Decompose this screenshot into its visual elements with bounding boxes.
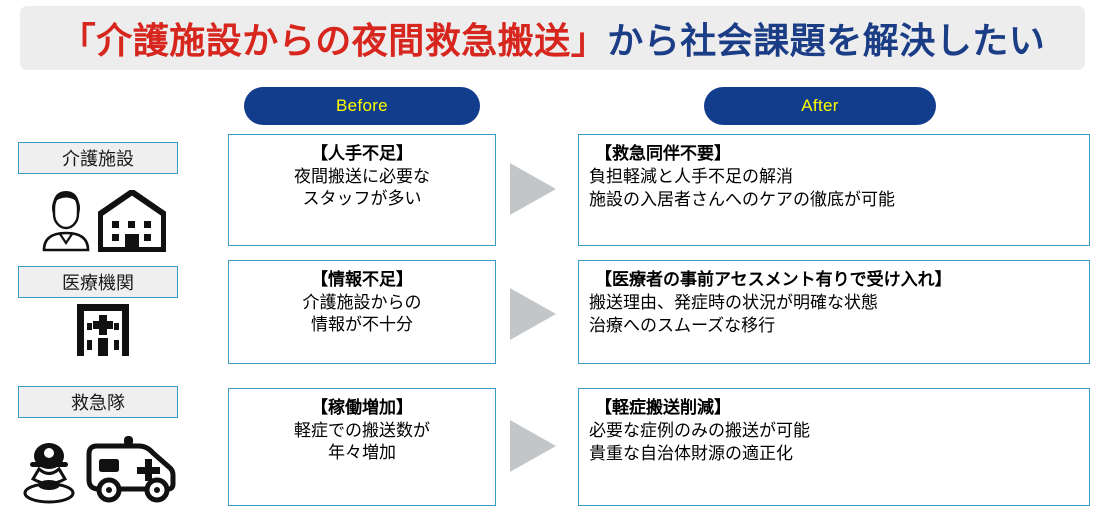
after-card-line: 搬送理由、発症時の状況が明確な状態	[589, 292, 878, 312]
role-label-medical-institution: 医療機関	[18, 266, 178, 298]
role-label-care-facility-text: 介護施設	[62, 149, 134, 169]
role-label-ambulance-team-text: 救急隊	[71, 393, 125, 413]
icon-group-care-facility	[18, 180, 188, 252]
after-card-heading: 【医療者の事前アセスメント有りで受け入れ】	[595, 270, 952, 289]
before-card-line: 軽症での搬送数が	[294, 420, 430, 440]
ambulance-icon	[79, 434, 183, 504]
care-facility-building-icon	[98, 190, 166, 252]
before-card-line: 介護施設からの	[302, 292, 422, 312]
before-card-line: 情報が不十分	[311, 315, 413, 335]
icon-group-ambulance-team	[18, 424, 188, 504]
before-card-ambulance-team: 【稼働増加】 軽症での搬送数が 年々増加	[228, 388, 496, 506]
role-label-care-facility: 介護施設	[18, 142, 178, 174]
after-card-care-facility: 【救急同伴不要】 負担軽減と人手不足の解消 施設の入居者さんへのケアの徹底が可能	[578, 134, 1090, 246]
after-card-line: 貴重な自治体財源の適正化	[589, 443, 793, 463]
before-card-line: 年々増加	[328, 443, 396, 463]
caregiver-person-icon	[40, 190, 92, 252]
column-header-before: Before	[244, 87, 480, 125]
after-card-line: 負担軽減と人手不足の解消	[589, 166, 793, 186]
after-card-line: 治療へのスムーズな移行	[589, 315, 776, 335]
before-card-heading: 【人手不足】	[311, 144, 413, 163]
paramedic-person-icon	[23, 438, 75, 504]
before-card-line: 夜間搬送に必要な	[294, 166, 430, 186]
column-header-after: After	[704, 87, 936, 125]
after-card-heading: 【軽症搬送削減】	[595, 398, 731, 417]
before-card-care-facility: 【人手不足】 夜間搬送に必要な スタッフが多い	[228, 134, 496, 246]
transition-arrow-icon	[510, 163, 556, 215]
after-card-heading: 【救急同伴不要】	[595, 144, 731, 163]
page-title-main: から社会課題を解決したい	[607, 20, 1046, 61]
before-card-heading: 【情報不足】	[311, 270, 413, 289]
page-title-band: 「介護施設からの夜間救急搬送」から社会課題を解決したい	[20, 6, 1085, 70]
icon-group-medical-institution	[18, 296, 188, 358]
after-card-ambulance-team: 【軽症搬送削減】 必要な症例のみの搬送が可能 貴重な自治体財源の適正化	[578, 388, 1090, 506]
role-label-ambulance-team: 救急隊	[18, 386, 178, 418]
transition-arrow-icon	[510, 420, 556, 472]
page-title: 「介護施設からの夜間救急搬送」から社会課題を解決したい	[60, 12, 1046, 64]
after-card-line: 必要な症例のみの搬送が可能	[589, 420, 810, 440]
before-card-heading: 【稼働増加】	[311, 398, 413, 417]
transition-arrow-icon	[510, 288, 556, 340]
before-card-medical-institution: 【情報不足】 介護施設からの 情報が不十分	[228, 260, 496, 364]
hospital-building-icon	[75, 302, 131, 358]
after-card-medical-institution: 【医療者の事前アセスメント有りで受け入れ】 搬送理由、発症時の状況が明確な状態 …	[578, 260, 1090, 364]
column-header-before-label: Before	[336, 96, 388, 115]
after-card-line: 施設の入居者さんへのケアの徹底が可能	[589, 189, 895, 209]
role-label-medical-institution-text: 医療機関	[62, 273, 134, 293]
column-header-after-label: After	[801, 96, 839, 115]
before-card-line: スタッフが多い	[302, 189, 422, 209]
page-title-accent: 「介護施設からの夜間救急搬送」	[59, 20, 608, 61]
